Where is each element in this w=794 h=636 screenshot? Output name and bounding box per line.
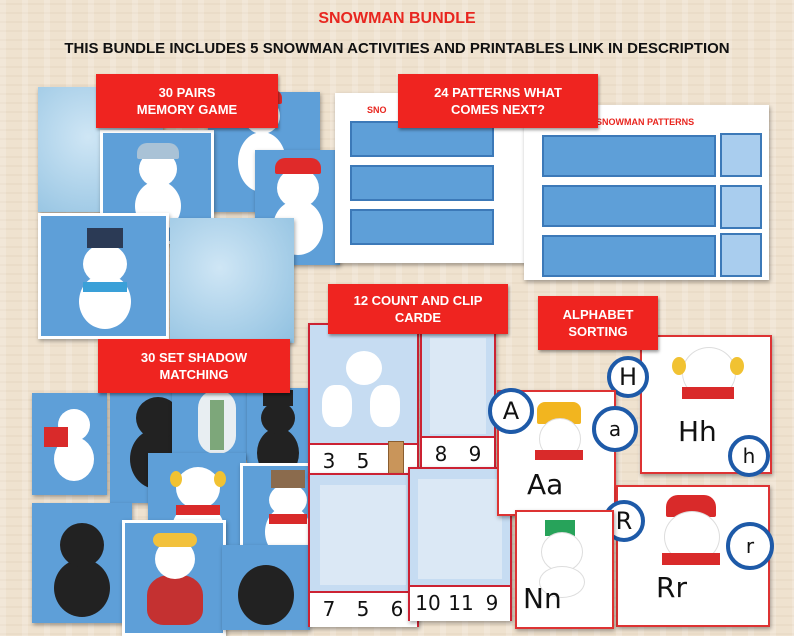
pattern-sheet-right-title: SNOWMAN PATTERNS <box>596 117 695 127</box>
page-subtitle: THIS BUNDLE INCLUDES 5 SNOWMAN ACTIVITIE… <box>64 40 730 57</box>
memory-card-snowman-tophat <box>38 213 169 339</box>
memory-card-back-2 <box>170 218 294 343</box>
pattern-row <box>350 209 494 245</box>
ribbon-patterns-line2: COMES NEXT? <box>451 102 545 117</box>
count-number[interactable]: 9 <box>468 442 482 466</box>
pattern-answer-slot <box>720 233 762 277</box>
ribbon-alphabet-line1: ALPHABET <box>562 307 634 322</box>
ribbon-memory-game: 30 PAIRS MEMORY GAME <box>96 74 278 128</box>
pattern-sheet-right: SNOWMAN PATTERNS <box>524 105 769 280</box>
pattern-row <box>350 165 494 201</box>
ribbon-count-line1: 12 COUNT AND CLIP <box>353 293 483 308</box>
pattern-row <box>542 135 716 177</box>
letter-circle-upper[interactable]: A <box>488 388 534 434</box>
shadow-card-snowman-gift <box>32 393 107 495</box>
ribbon-count-clip: 12 COUNT AND CLIP CARDE <box>328 284 508 334</box>
letter-circle-lower[interactable]: r <box>726 522 774 570</box>
count-number[interactable]: 11 <box>448 591 474 615</box>
shadow-card-silhouette-earmuffs <box>32 503 132 623</box>
alphabet-card-n: Nn <box>515 510 614 629</box>
ribbon-shadow-matching: 30 SET SHADOW MATCHING <box>98 339 290 393</box>
ribbon-patterns: 24 PATTERNS WHAT COMES NEXT? <box>398 74 598 128</box>
count-number[interactable]: 10 <box>415 591 441 615</box>
pattern-answer-slot <box>720 185 762 229</box>
pattern-row <box>542 235 716 277</box>
count-number[interactable]: 3 <box>322 449 336 473</box>
letter-pair: Rr <box>656 571 687 604</box>
letter-pair: Hh <box>678 415 717 448</box>
ribbon-memory-line2: MEMORY GAME <box>136 102 238 117</box>
shadow-card-silhouette-3 <box>222 545 310 630</box>
pattern-sheet-left-title: SNO <box>367 105 387 115</box>
count-number[interactable]: 5 <box>356 449 370 473</box>
letter-circle-lower[interactable]: a <box>592 406 638 452</box>
ribbon-alphabet-sorting: ALPHABET SORTING <box>538 296 658 350</box>
count-card-2: 8 9 <box>420 322 496 471</box>
count-card-3: 7 5 6 <box>308 473 419 627</box>
ribbon-patterns-line1: 24 PATTERNS WHAT <box>434 85 562 100</box>
shadow-card-snowman-coat <box>122 520 226 636</box>
ribbon-alphabet-line2: SORTING <box>568 324 628 339</box>
pattern-row <box>542 185 716 227</box>
count-card-4: 10 11 9 <box>408 467 512 621</box>
count-number[interactable]: 9 <box>485 591 499 615</box>
letter-circle-lower[interactable]: h <box>728 435 770 477</box>
letter-pair: Nn <box>523 582 562 615</box>
ribbon-memory-line1: 30 PAIRS <box>158 85 216 100</box>
count-number[interactable]: 6 <box>390 597 404 621</box>
page-title: SNOWMAN BUNDLE <box>318 10 476 27</box>
pattern-answer-slot <box>720 133 762 177</box>
letter-pair: Aa <box>527 468 564 501</box>
count-number[interactable]: 7 <box>322 597 336 621</box>
count-number[interactable]: 8 <box>434 442 448 466</box>
count-card-1: 3 5 2 <box>308 323 419 483</box>
ribbon-shadow-line2: MATCHING <box>159 367 229 382</box>
ribbon-shadow-line1: 30 SET SHADOW <box>140 350 248 365</box>
ribbon-count-line2: CARDE <box>394 310 442 325</box>
count-number[interactable]: 5 <box>356 597 370 621</box>
